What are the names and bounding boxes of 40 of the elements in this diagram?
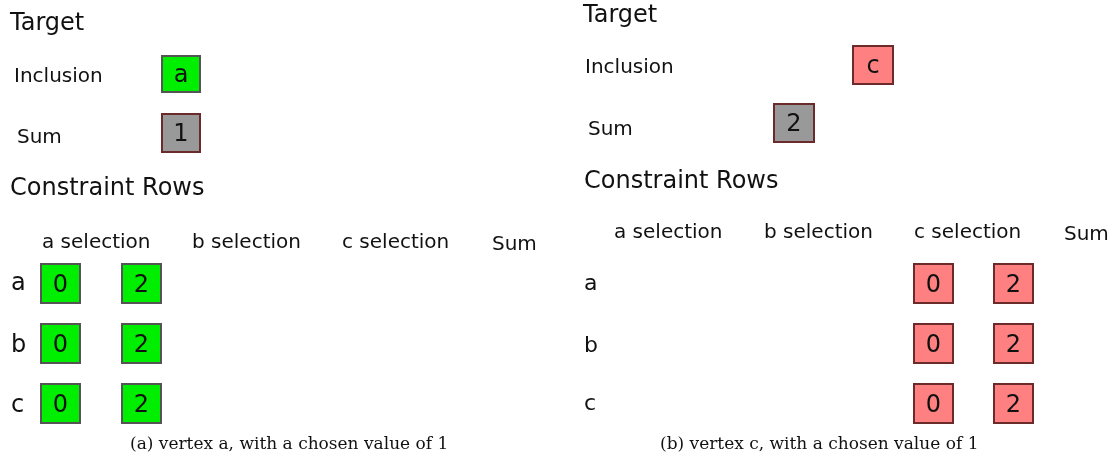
value-tile: 0	[40, 323, 81, 364]
caption: (b) vertex c, with a chosen value of 1	[660, 433, 979, 453]
heading: Constraint Rows	[10, 173, 205, 201]
field-label: Inclusion	[585, 54, 674, 78]
caption: (a) vertex a, with a chosen value of 1	[130, 433, 449, 453]
value-tile: 0	[913, 263, 954, 304]
row-label: c	[584, 390, 597, 415]
value-tile: 2	[993, 383, 1034, 424]
value-tile: 1	[161, 113, 201, 153]
value-tile: 0	[913, 383, 954, 424]
row-label: b	[584, 332, 598, 357]
field-label: Inclusion	[14, 63, 103, 87]
heading: Constraint Rows	[584, 166, 779, 194]
value-tile: 0	[913, 323, 954, 364]
column-header: a selection	[614, 219, 723, 243]
value-tile: 2	[121, 323, 162, 364]
column-header: c selection	[914, 219, 1022, 243]
row-label: c	[11, 390, 25, 418]
value-tile: 0	[40, 383, 81, 424]
row-label: b	[11, 330, 27, 358]
value-tile: a	[161, 55, 201, 93]
field-label: Sum	[17, 124, 62, 148]
value-tile: 2	[993, 323, 1034, 364]
value-tile: 2	[121, 383, 162, 424]
column-header: Sum	[492, 231, 537, 255]
column-header: b selection	[192, 229, 301, 253]
value-tile: 2	[993, 263, 1034, 304]
column-header: c selection	[342, 229, 450, 253]
value-tile: 2	[121, 263, 162, 304]
row-label: a	[11, 268, 26, 296]
value-tile: c	[852, 45, 894, 85]
field-label: Sum	[588, 116, 633, 140]
value-tile: 2	[773, 103, 815, 143]
row-label: a	[584, 270, 598, 295]
column-header: b selection	[764, 219, 873, 243]
heading: Target	[10, 8, 85, 36]
column-header: Sum	[1064, 221, 1109, 245]
column-header: a selection	[42, 229, 151, 253]
heading: Target	[583, 0, 658, 28]
value-tile: 0	[40, 263, 81, 304]
